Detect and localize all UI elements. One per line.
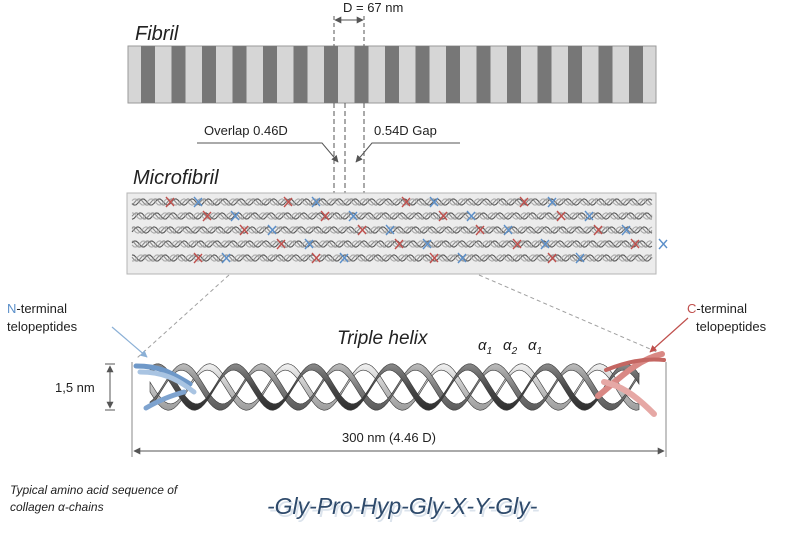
- alpha-2-symbol: α: [503, 337, 512, 354]
- fibril-dark-band: [354, 46, 369, 103]
- c-terminal-label: C-terminal: [687, 301, 747, 316]
- helix-strand-dark: [149, 363, 640, 411]
- alpha-3-symbol: α: [528, 337, 537, 354]
- fibril-dark-band: [232, 46, 247, 103]
- zoom-line-left: [136, 274, 230, 359]
- triple-helix-title: Triple helix: [337, 328, 429, 349]
- fibril-band: [127, 45, 657, 104]
- microfibril-row: [131, 196, 653, 208]
- fibril-dark-band: [537, 46, 552, 103]
- zoom-line-right: [478, 274, 665, 356]
- alpha-2-sub: 2: [511, 346, 518, 357]
- gap-pointer: [355, 142, 460, 163]
- n-terminal-arrow: [111, 326, 148, 358]
- triple-helix-strands: [133, 351, 666, 417]
- n-terminal-line2: telopeptides: [7, 319, 78, 334]
- fibril-dark-band: [171, 46, 186, 103]
- alpha-3-sub: 1: [537, 346, 543, 357]
- alpha-chain-1: α1: [478, 337, 492, 357]
- fibril-dark-band: [476, 46, 491, 103]
- n-terminal-suffix: -terminal: [16, 301, 67, 316]
- fibril-title: Fibril: [135, 23, 179, 45]
- fibril-dark-band: [293, 46, 308, 103]
- width-label: 1,5 nm: [55, 380, 95, 395]
- fibril-dark-band: [598, 46, 613, 103]
- c-terminal-suffix: -terminal: [696, 301, 747, 316]
- c-terminal-letter: C: [687, 301, 696, 316]
- fibril-dark-band: [385, 46, 399, 103]
- alpha-chain-2: α2: [503, 337, 518, 357]
- n-terminal-label: N-terminal: [7, 301, 67, 316]
- gap-label: 0.54D Gap: [374, 123, 437, 138]
- overlap-pointer: [197, 142, 339, 163]
- fibril-dark-band: [263, 46, 277, 103]
- alpha-1-symbol: α: [478, 337, 487, 354]
- sequence-caption-line1: Typical amino acid sequence of: [10, 483, 179, 497]
- c-terminal-arrow: [649, 317, 689, 353]
- c-terminal-line2: telopeptides: [696, 319, 767, 334]
- c-terminal-telopeptides: [595, 351, 666, 417]
- n-terminal-telopeptides: [133, 363, 197, 411]
- fibril-dark-band: [324, 46, 338, 103]
- fibril-dark-band: [629, 46, 643, 103]
- n-terminal-letter: N: [7, 301, 16, 316]
- alpha-chain-3: α1: [528, 337, 542, 357]
- period-label: D = 67 nm: [343, 0, 403, 15]
- sequence-reflection: -Gly-Pro-Hyp-Gly-X-Y-Gly-: [269, 496, 540, 522]
- alpha-1-sub: 1: [487, 346, 493, 357]
- fibril-dark-band: [507, 46, 521, 103]
- length-label: 300 nm (4.46 D): [342, 430, 436, 445]
- microfibril-row: [131, 224, 653, 236]
- overlap-label: Overlap 0.46D: [204, 123, 288, 138]
- fibril-dark-band: [202, 46, 216, 103]
- microfibril-row: [131, 238, 668, 250]
- microfibril-row: [131, 210, 653, 222]
- microfibril-row: [131, 252, 653, 264]
- fibril-dark-band: [568, 46, 582, 103]
- fibril-dark-band: [415, 46, 430, 103]
- sequence-caption-line2: collagen α-chains: [10, 500, 104, 514]
- fibril-dark-band: [141, 46, 155, 103]
- amino-acid-sequence: -Gly-Pro-Hyp-Gly-X-Y-Gly-: [267, 493, 538, 519]
- fibril-dark-band: [446, 46, 460, 103]
- microfibril-title: Microfibril: [133, 167, 219, 189]
- microfibril-band: [126, 192, 668, 275]
